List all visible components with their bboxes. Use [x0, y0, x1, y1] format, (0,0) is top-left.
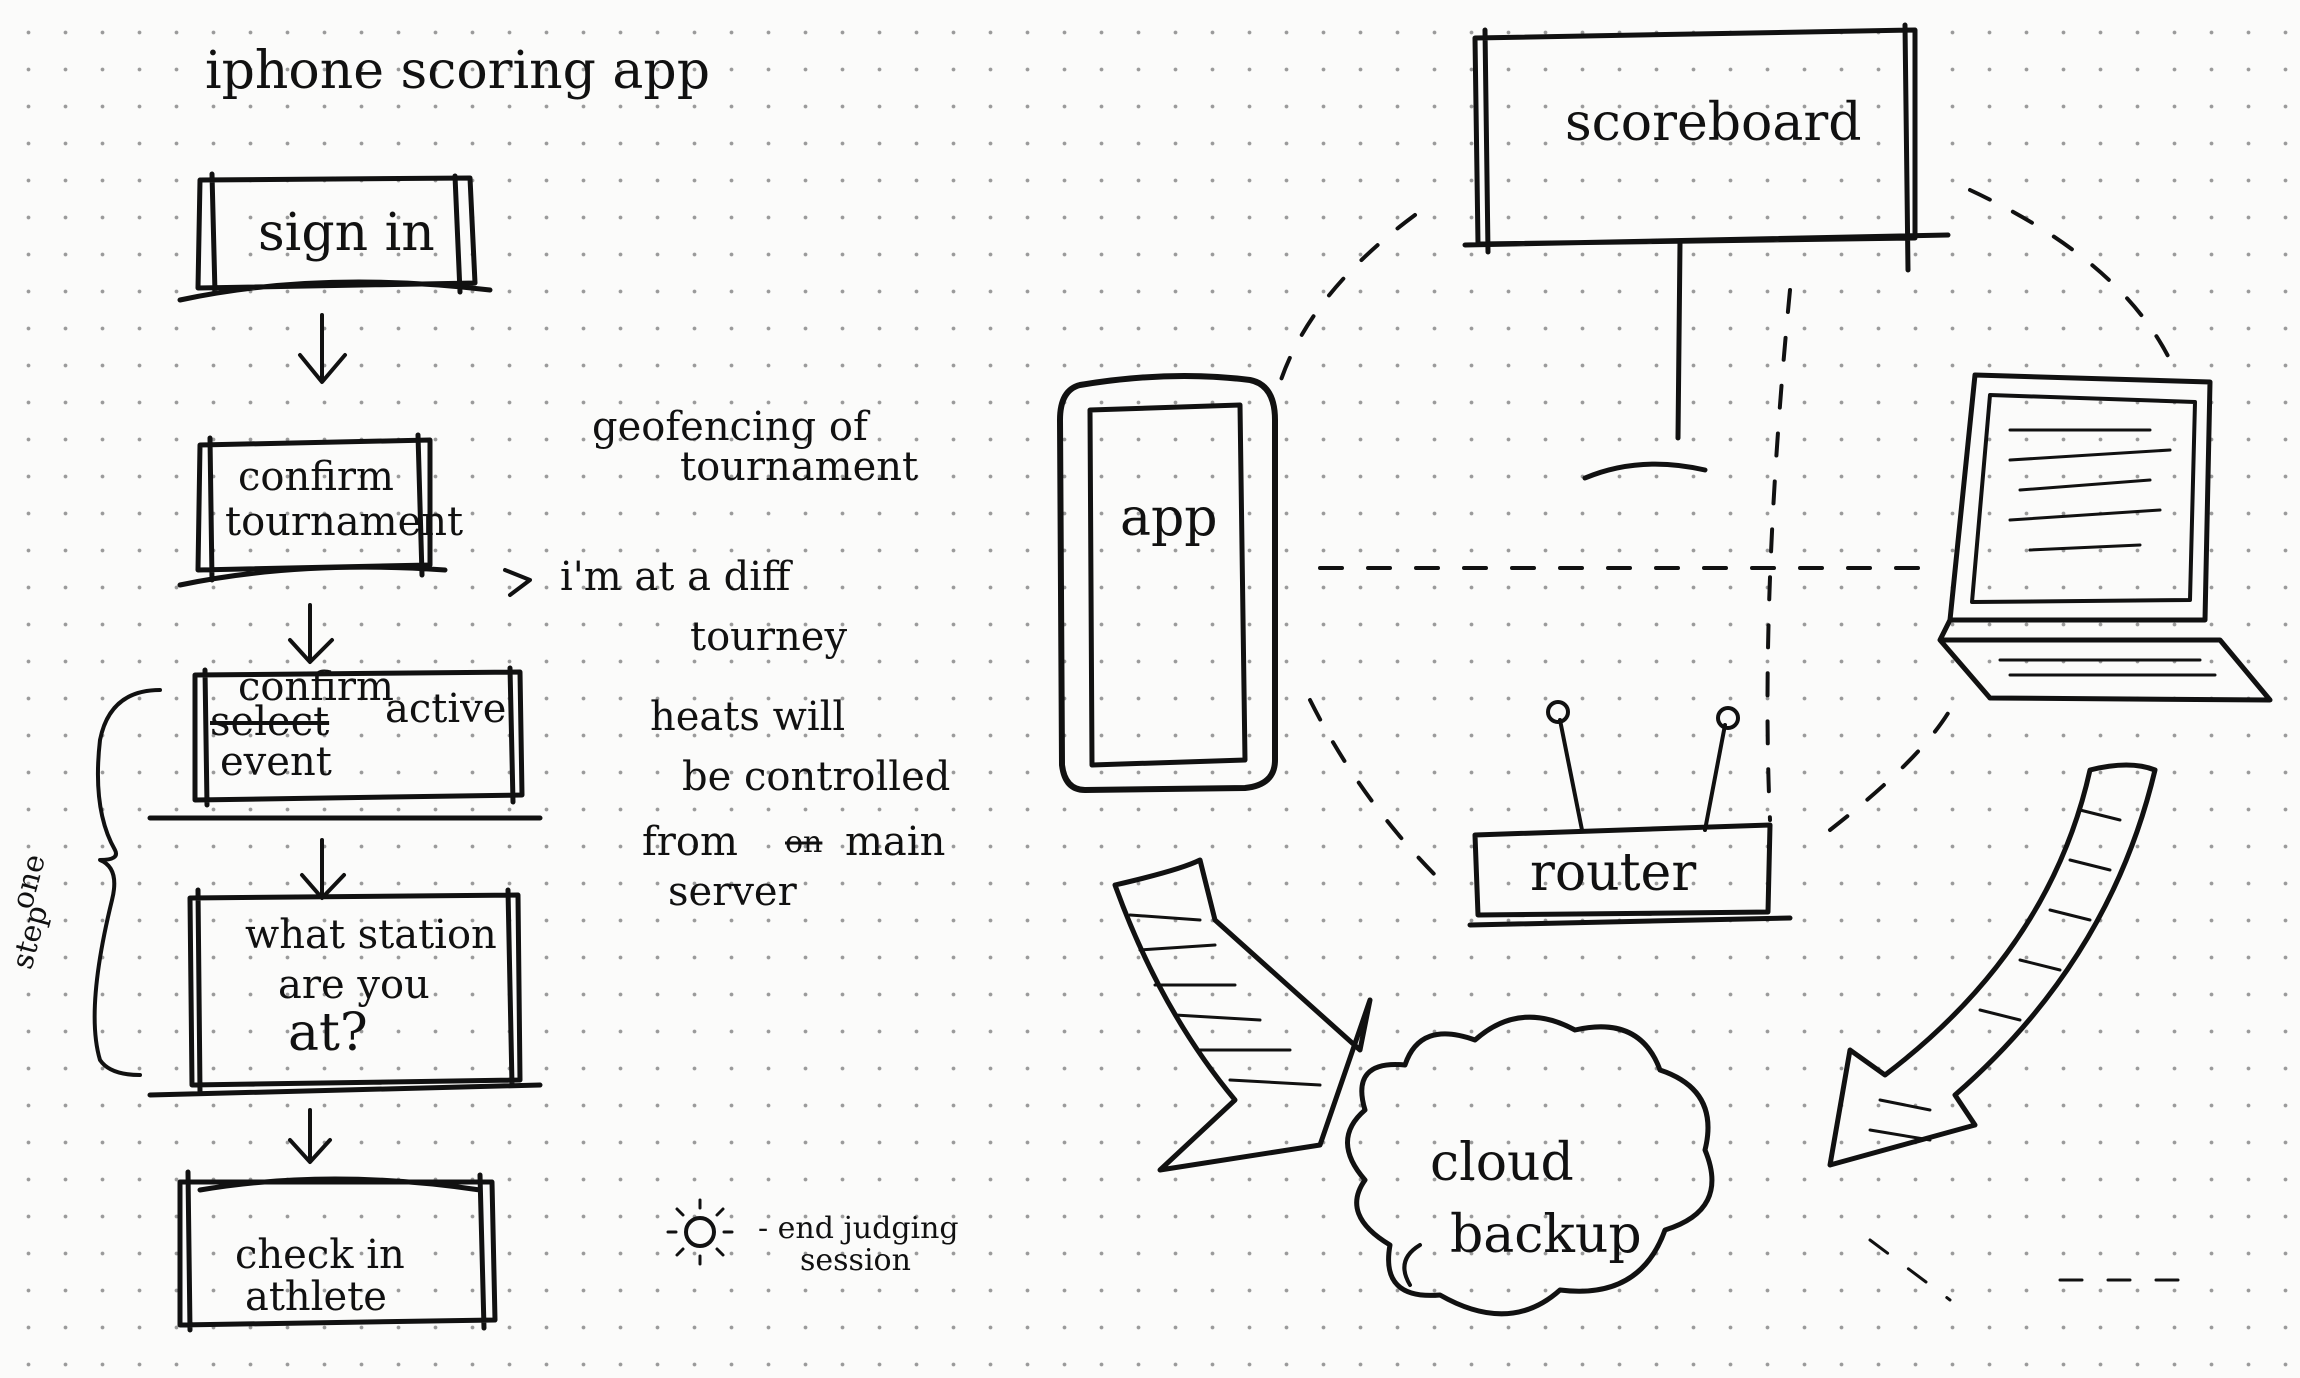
brace-label: step — [5, 902, 55, 973]
laptop-node — [1937, 372, 2273, 703]
note-end-judging: - end judging session — [666, 1198, 959, 1278]
flow-step-label: check in — [235, 1232, 405, 1278]
flow-step-label: are you — [278, 962, 430, 1008]
note-line: be controlled — [682, 754, 950, 800]
note-line: tourney — [690, 614, 847, 660]
router-label: router — [1530, 843, 1696, 903]
note-diff-tourney: i'm at a diff tourney — [503, 554, 847, 660]
note-line: geofencing of — [592, 404, 871, 450]
arrow-down-icon — [288, 1108, 332, 1164]
flow-step-label: event — [220, 739, 332, 785]
flow-step-check-in-athlete: check in athlete — [177, 1169, 498, 1333]
note-struck-word: on — [785, 825, 822, 860]
note-line: i'm at a diff — [560, 554, 793, 600]
flow-step-label: confirm — [238, 664, 394, 710]
upload-arrow-left — [1112, 857, 1373, 1173]
network-dashed-links — [1273, 188, 2182, 1302]
flow-step-confirm-tournament: confirm tournament — [177, 432, 463, 588]
page-title: iphone scoring app — [205, 41, 710, 101]
flow-step-label: sign in — [258, 203, 435, 263]
flow-step-label: tournament — [225, 499, 463, 545]
brace-label: one — [5, 851, 53, 913]
sun-icon — [666, 1198, 734, 1266]
flow-step-sign-in: sign in — [177, 171, 493, 303]
arrow-down-icon — [288, 603, 334, 664]
note-line: session — [800, 1243, 911, 1278]
arrow-down-icon — [298, 313, 347, 384]
cloud-label: backup — [1450, 1205, 1642, 1265]
cloud-label: cloud — [1430, 1133, 1574, 1193]
note-heats: heats will be controlled from on main se… — [642, 694, 950, 915]
note-line: from — [642, 819, 738, 865]
flow-step-struck-label: select — [210, 699, 329, 745]
phone-app-node: app — [1057, 373, 1278, 793]
flow-step-label: active — [385, 686, 506, 732]
flow-step-label: what station — [245, 912, 497, 958]
router-node: router — [1467, 700, 1793, 928]
note-line: server — [668, 869, 798, 915]
upload-arrow-right — [1827, 762, 2158, 1168]
scoreboard-node: scoreboard — [1462, 22, 1951, 481]
flow-step-label: confirm — [238, 454, 394, 500]
note-line: main — [845, 819, 945, 865]
flow-step-label: at? — [288, 1003, 368, 1063]
flow-step-label: athlete — [245, 1274, 387, 1320]
note-line: tournament — [680, 444, 918, 490]
cloud-backup-node: cloud backup — [1345, 1014, 1715, 1317]
note-geofencing: geofencing of tournament — [592, 404, 918, 490]
note-line: - end judging — [758, 1211, 959, 1246]
scoreboard-label: scoreboard — [1565, 93, 1862, 153]
note-line: heats will — [650, 694, 845, 740]
app-label: app — [1120, 488, 1218, 548]
flow-step-what-station: what station are you at? — [147, 887, 543, 1098]
one-step-brace: one step — [5, 688, 162, 1077]
flow-step-confirm-active-event: confirm select active event — [147, 664, 543, 821]
arrow-right-icon — [503, 568, 532, 597]
arrow-down-icon — [300, 838, 346, 900]
